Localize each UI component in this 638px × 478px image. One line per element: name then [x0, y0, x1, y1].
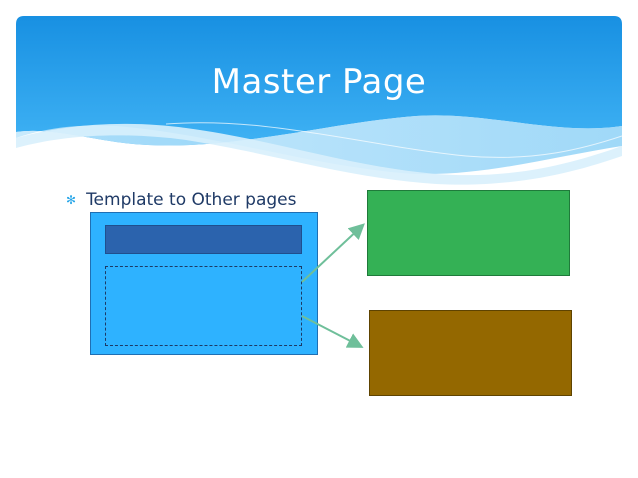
- asterisk-bullet-icon: ✻: [66, 193, 77, 207]
- wave-banner-graphic: [16, 16, 622, 185]
- master-content-placeholder: [105, 266, 302, 346]
- child-page-green: [367, 190, 570, 276]
- title-banner: Master Page: [16, 16, 622, 186]
- child-page-brown: [369, 310, 572, 396]
- master-header-region: [105, 225, 302, 254]
- bullet-item: ✻ Template to Other pages: [66, 190, 297, 210]
- master-page-diagram: [90, 212, 318, 355]
- bullet-text: Template to Other pages: [86, 190, 297, 210]
- slide-title: Master Page: [211, 62, 427, 102]
